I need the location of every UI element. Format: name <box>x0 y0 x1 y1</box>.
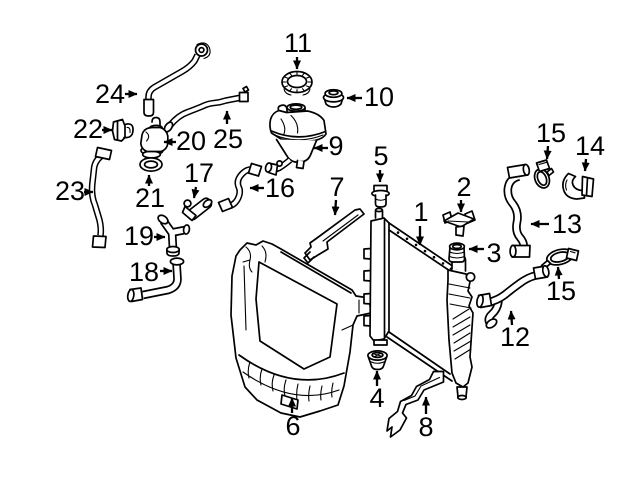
callout-label-c21: 21 <box>135 183 165 213</box>
callout-label-c15a: 15 <box>536 118 566 148</box>
part-4-grommet <box>367 350 388 371</box>
part-14-retaining-clip <box>562 172 595 200</box>
callout-label-c16: 16 <box>265 173 295 203</box>
callout-label-c7: 7 <box>329 172 344 202</box>
callout-label-c5: 5 <box>373 141 388 171</box>
callout-label-c3: 3 <box>486 238 501 268</box>
callout-label-c15b: 15 <box>546 276 576 306</box>
callout-arrow-c7 <box>331 199 340 216</box>
part-22-clip <box>111 118 134 142</box>
callout-label-c24: 24 <box>95 79 125 109</box>
part-18-elbow-hose <box>126 257 185 303</box>
callout-label-c4: 4 <box>369 383 384 413</box>
callout-label-c20: 20 <box>176 126 206 156</box>
part-5-grommet <box>371 184 390 208</box>
callout-arrow-c15a <box>543 145 552 160</box>
part-17-connector-fitting <box>181 197 213 222</box>
callout-arrow-c12 <box>507 310 516 326</box>
callout-label-c14: 14 <box>575 131 605 161</box>
callout-label-c1: 1 <box>413 197 428 227</box>
part-2-mount-bracket <box>442 210 476 237</box>
part-13-radiator-hose <box>508 163 531 258</box>
callout-label-c12: 12 <box>500 322 530 352</box>
callout-label-c11: 11 <box>284 28 312 58</box>
part-19-three-way-connector <box>157 214 191 257</box>
part-1-radiator <box>363 207 476 401</box>
callout-label-c22: 22 <box>73 114 103 144</box>
callout-arrow-c14 <box>581 158 590 172</box>
callout-arrow-c15b <box>554 266 563 280</box>
callout-label-c2: 2 <box>456 172 471 202</box>
part-7-upper-bracket <box>303 208 365 264</box>
callout-label-c10: 10 <box>364 82 394 112</box>
part-3-grommet <box>448 242 466 263</box>
callout-label-c23: 23 <box>55 176 85 206</box>
callout-label-c17: 17 <box>184 158 214 188</box>
callout-label-c8: 8 <box>418 412 433 442</box>
callout-label-c13: 13 <box>552 209 582 239</box>
part-15-hose-clamp-bottom <box>540 247 580 269</box>
callout-label-c9: 9 <box>328 131 343 161</box>
part-16-hose <box>217 162 263 213</box>
callout-label-c18: 18 <box>129 257 159 287</box>
part-6-fan-shroud <box>230 240 372 418</box>
callout-label-c19: 19 <box>124 221 154 251</box>
callout-layer: 1234567891011121314151516171819202122232… <box>55 28 605 442</box>
part-12-lower-hose <box>476 264 550 329</box>
part-10-cap <box>322 88 345 108</box>
part-8-lower-bracket <box>386 370 445 438</box>
part-21-seal-ring <box>139 157 163 172</box>
part-9-expansion-tank <box>264 103 327 176</box>
part-15-hose-clamp-top <box>533 159 555 189</box>
callout-arrow-c17 <box>191 186 200 199</box>
part-23-hose <box>92 146 113 249</box>
part-11-reservoir-cap <box>281 70 313 96</box>
part-20-valve <box>139 116 169 159</box>
part-25-overflow-hose <box>163 85 250 133</box>
callout-label-c6: 6 <box>285 411 300 441</box>
part-24-vent-hose <box>143 42 211 117</box>
callout-label-c25: 25 <box>213 124 243 154</box>
